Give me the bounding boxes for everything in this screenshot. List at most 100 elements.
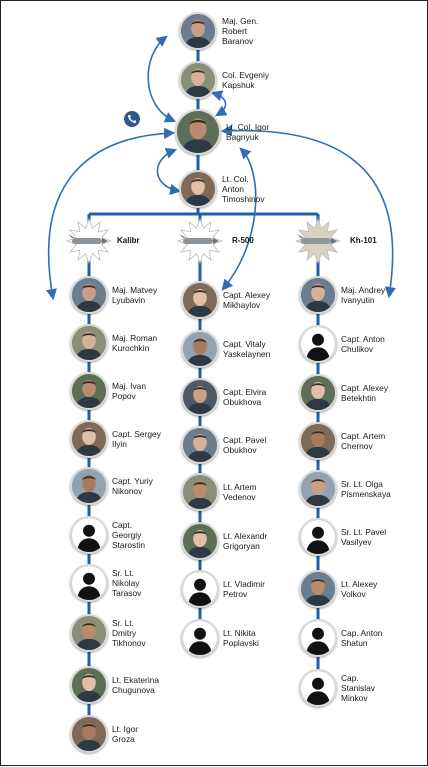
portrait-photo: [70, 614, 108, 652]
missile-label: Kh-101: [350, 236, 377, 245]
portrait-photo: [181, 330, 219, 368]
label-line: Petrov: [223, 589, 248, 599]
label-line: Bagnyuk: [226, 132, 259, 142]
label-line: Obukhova: [223, 397, 262, 407]
label-line: Chernov: [341, 441, 373, 451]
label-line: Betekhtin: [341, 393, 376, 403]
label-line: Lt. Alexey: [341, 579, 378, 589]
relationship-arrow: [210, 90, 228, 117]
missile-label: R-500: [232, 236, 254, 245]
label-line: Lt. Alexandr: [223, 531, 268, 541]
label-line: Lt. Igor: [112, 724, 139, 734]
portrait-photo: [70, 467, 108, 505]
label-line: Capt. Yuriy: [112, 476, 153, 486]
portrait-photo: [179, 61, 217, 99]
portrait-photo: [179, 12, 217, 50]
label-line: Lt. Ekaterina: [112, 675, 160, 685]
label-line: Grigoryan: [223, 541, 260, 551]
label-line: Cap. Anton: [341, 628, 383, 638]
label-line: Maj. Gen.: [222, 16, 259, 26]
portrait-photo: [181, 473, 219, 511]
portrait-photo: [70, 715, 108, 753]
label-line: Stanislav: [341, 683, 375, 693]
label-line: Obukhov: [223, 445, 257, 455]
label-line: Vedenov: [223, 492, 256, 502]
label-line: Yaskelaynen: [223, 349, 271, 359]
label-line: Sr. Lt.: [112, 618, 134, 628]
silhouette-placeholder-icon: [299, 518, 337, 556]
label-line: Maj. Andrey: [341, 285, 386, 295]
label-line: Capt. Elvira: [223, 387, 267, 397]
label-line: Lt. Vladimir: [223, 579, 265, 589]
label-line: Starostin: [112, 540, 146, 550]
label-line: Capt.: [112, 520, 133, 530]
label-line: Ilyin: [112, 439, 127, 449]
label-line: Anton: [222, 184, 244, 194]
portrait-photo: [299, 374, 337, 412]
relationship-arrow: [147, 35, 177, 123]
portrait-photo: [181, 426, 219, 464]
portrait-photo: [175, 109, 221, 155]
portrait-photo: [181, 378, 219, 416]
label-line: Groza: [112, 734, 135, 744]
relationship-arrow: [156, 147, 182, 195]
missile-kalibr-icon: [65, 217, 113, 265]
label-line: Maj. Matvey: [112, 285, 158, 295]
label-line: Capt. Vitaly: [223, 339, 266, 349]
portrait-photo: [70, 324, 108, 362]
label-line: Minkov: [341, 693, 368, 703]
silhouette-placeholder-icon: [70, 516, 108, 554]
label-line: Capt. Sergey: [112, 429, 161, 439]
label-line: Sr. Lt. Olga: [341, 479, 383, 489]
label-line: Cap.: [341, 673, 359, 683]
label-line: Volkov: [341, 589, 366, 599]
portrait-photo: [299, 570, 337, 608]
portrait-photo: [299, 422, 337, 460]
label-line: Timoshinov: [222, 194, 265, 204]
label-line: Ivanyutin: [341, 295, 375, 305]
label-line: Col. Evgeniy: [222, 70, 270, 80]
silhouette-placeholder-icon: [299, 619, 337, 657]
label-line: Capt. Alexey: [223, 290, 271, 300]
label-line: Sr. Lt. Pavel: [341, 527, 387, 537]
label-line: Tarasov: [112, 588, 142, 598]
label-line: Lt. Nikita: [223, 628, 256, 638]
label-line: Robert: [222, 26, 248, 36]
silhouette-placeholder-icon: [299, 669, 337, 707]
relationship-arrow: [220, 124, 396, 299]
label-line: Capt. Anton: [341, 334, 385, 344]
label-line: Kurochkin: [112, 343, 150, 353]
label-line: Maj. Roman: [112, 333, 158, 343]
relationship-arrow: [221, 147, 257, 291]
portrait-photo: [179, 170, 217, 208]
label-line: Chulikov: [341, 344, 374, 354]
label-line: Dmitry: [112, 628, 137, 638]
label-line: Baranov: [222, 36, 254, 46]
phone-icon: [124, 111, 140, 127]
